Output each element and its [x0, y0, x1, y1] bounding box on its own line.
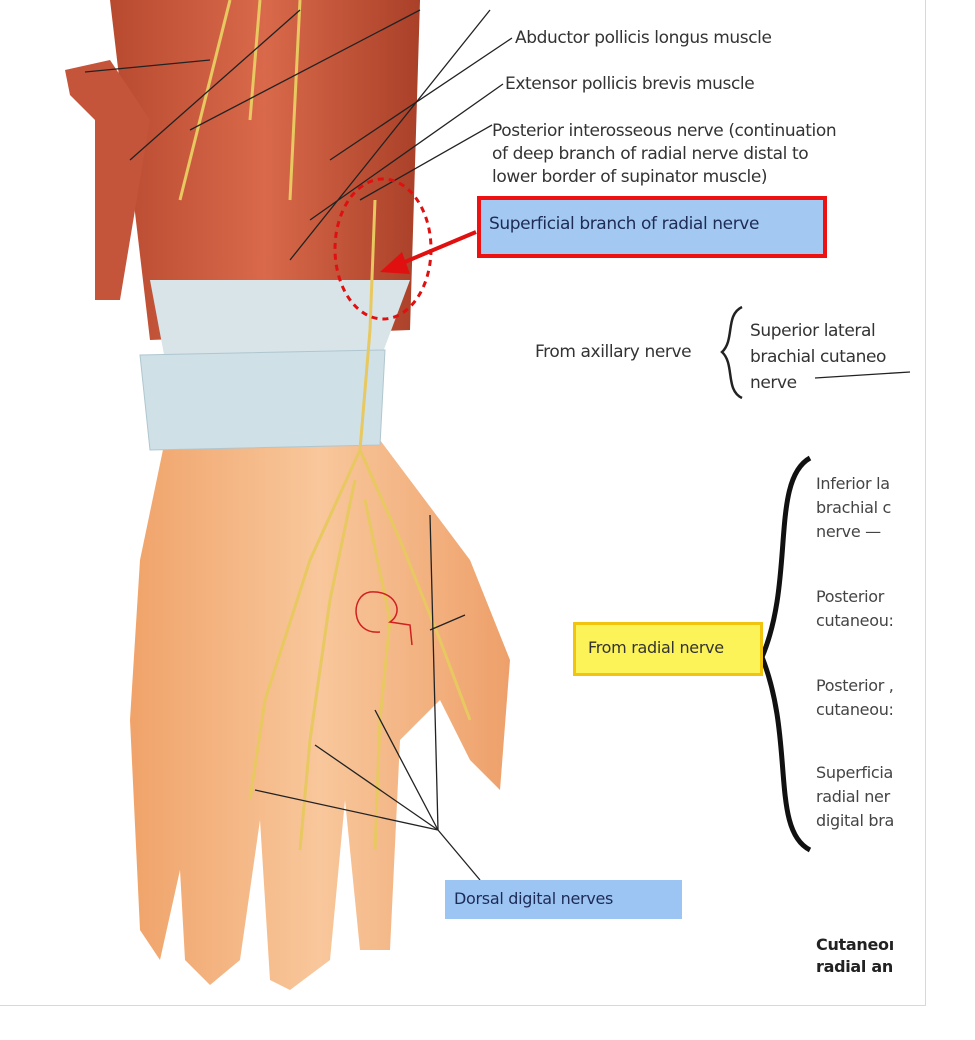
line: radial ner — [816, 787, 890, 806]
label-superficial-branch: Superficial branch of radial nerve — [489, 214, 760, 234]
label-abductor: Abductor pollicis longus muscle — [515, 28, 772, 48]
superficial-branch-highlight: Superficial branch of radial nerve — [477, 196, 827, 258]
figure-caption: Cutaneoı radial an — [816, 934, 910, 978]
from-radial-highlight: From radial nerve — [573, 622, 763, 676]
line: radial an — [816, 957, 893, 976]
image-frame: Abductor pollicis longus muscle Extensor… — [0, 0, 926, 1006]
line: digital bra — [816, 811, 895, 830]
line: Posterior , — [816, 676, 894, 695]
line: Posterior interosseous nerve (continuati… — [492, 121, 837, 141]
label-superior-lateral: Superior lateral brachial cutaneo nerve — [750, 318, 910, 396]
label-from-radial: From radial nerve — [588, 638, 724, 657]
tendons — [150, 280, 410, 360]
line: Posterior — [816, 587, 885, 606]
line: brachial cutaneo — [750, 347, 887, 367]
line: nerve — [750, 373, 797, 393]
line: cutaneou: — [816, 611, 894, 630]
dorsal-digital-highlight: Dorsal digital nerves — [445, 880, 682, 919]
leader-lines — [84, 9, 911, 881]
red-handwritten-mark — [355, 591, 413, 646]
red-arrow-head — [380, 252, 410, 274]
line: Cutaneoı — [816, 935, 894, 954]
radial-brace — [759, 455, 812, 853]
nerves — [178, 0, 472, 851]
line: Superficia — [816, 763, 894, 782]
label-posterior-1: Posterior cutaneou: — [816, 585, 910, 633]
axillary-brace — [720, 305, 743, 400]
hand-illustration — [65, 0, 911, 990]
forearm-muscles — [110, 0, 420, 340]
red-arrow-shaft — [399, 230, 477, 266]
wrist-retinaculum — [139, 349, 386, 451]
line: lower border of supinator muscle) — [492, 167, 768, 187]
label-superficial-digital: Superficia radial ner digital bra — [816, 761, 910, 833]
label-inferior-lateral: Inferior la brachial c nerve — — [816, 472, 910, 544]
label-extensor: Extensor pollicis brevis muscle — [505, 74, 755, 94]
label-posterior-2: Posterior , cutaneou: — [816, 674, 910, 722]
line: Inferior la — [816, 474, 890, 493]
line: cutaneou: — [816, 700, 894, 719]
reflected-muscle — [65, 60, 150, 300]
line: nerve — — [816, 522, 881, 541]
label-from-axillary: From axillary nerve — [535, 342, 692, 362]
line: brachial c — [816, 498, 892, 517]
label-dorsal-digital: Dorsal digital nerves — [454, 889, 614, 908]
label-posterior-interosseous: Posterior interosseous nerve (continuati… — [492, 120, 837, 189]
line: Superior lateral — [750, 321, 876, 341]
line: of deep branch of radial nerve distal to — [492, 144, 809, 164]
